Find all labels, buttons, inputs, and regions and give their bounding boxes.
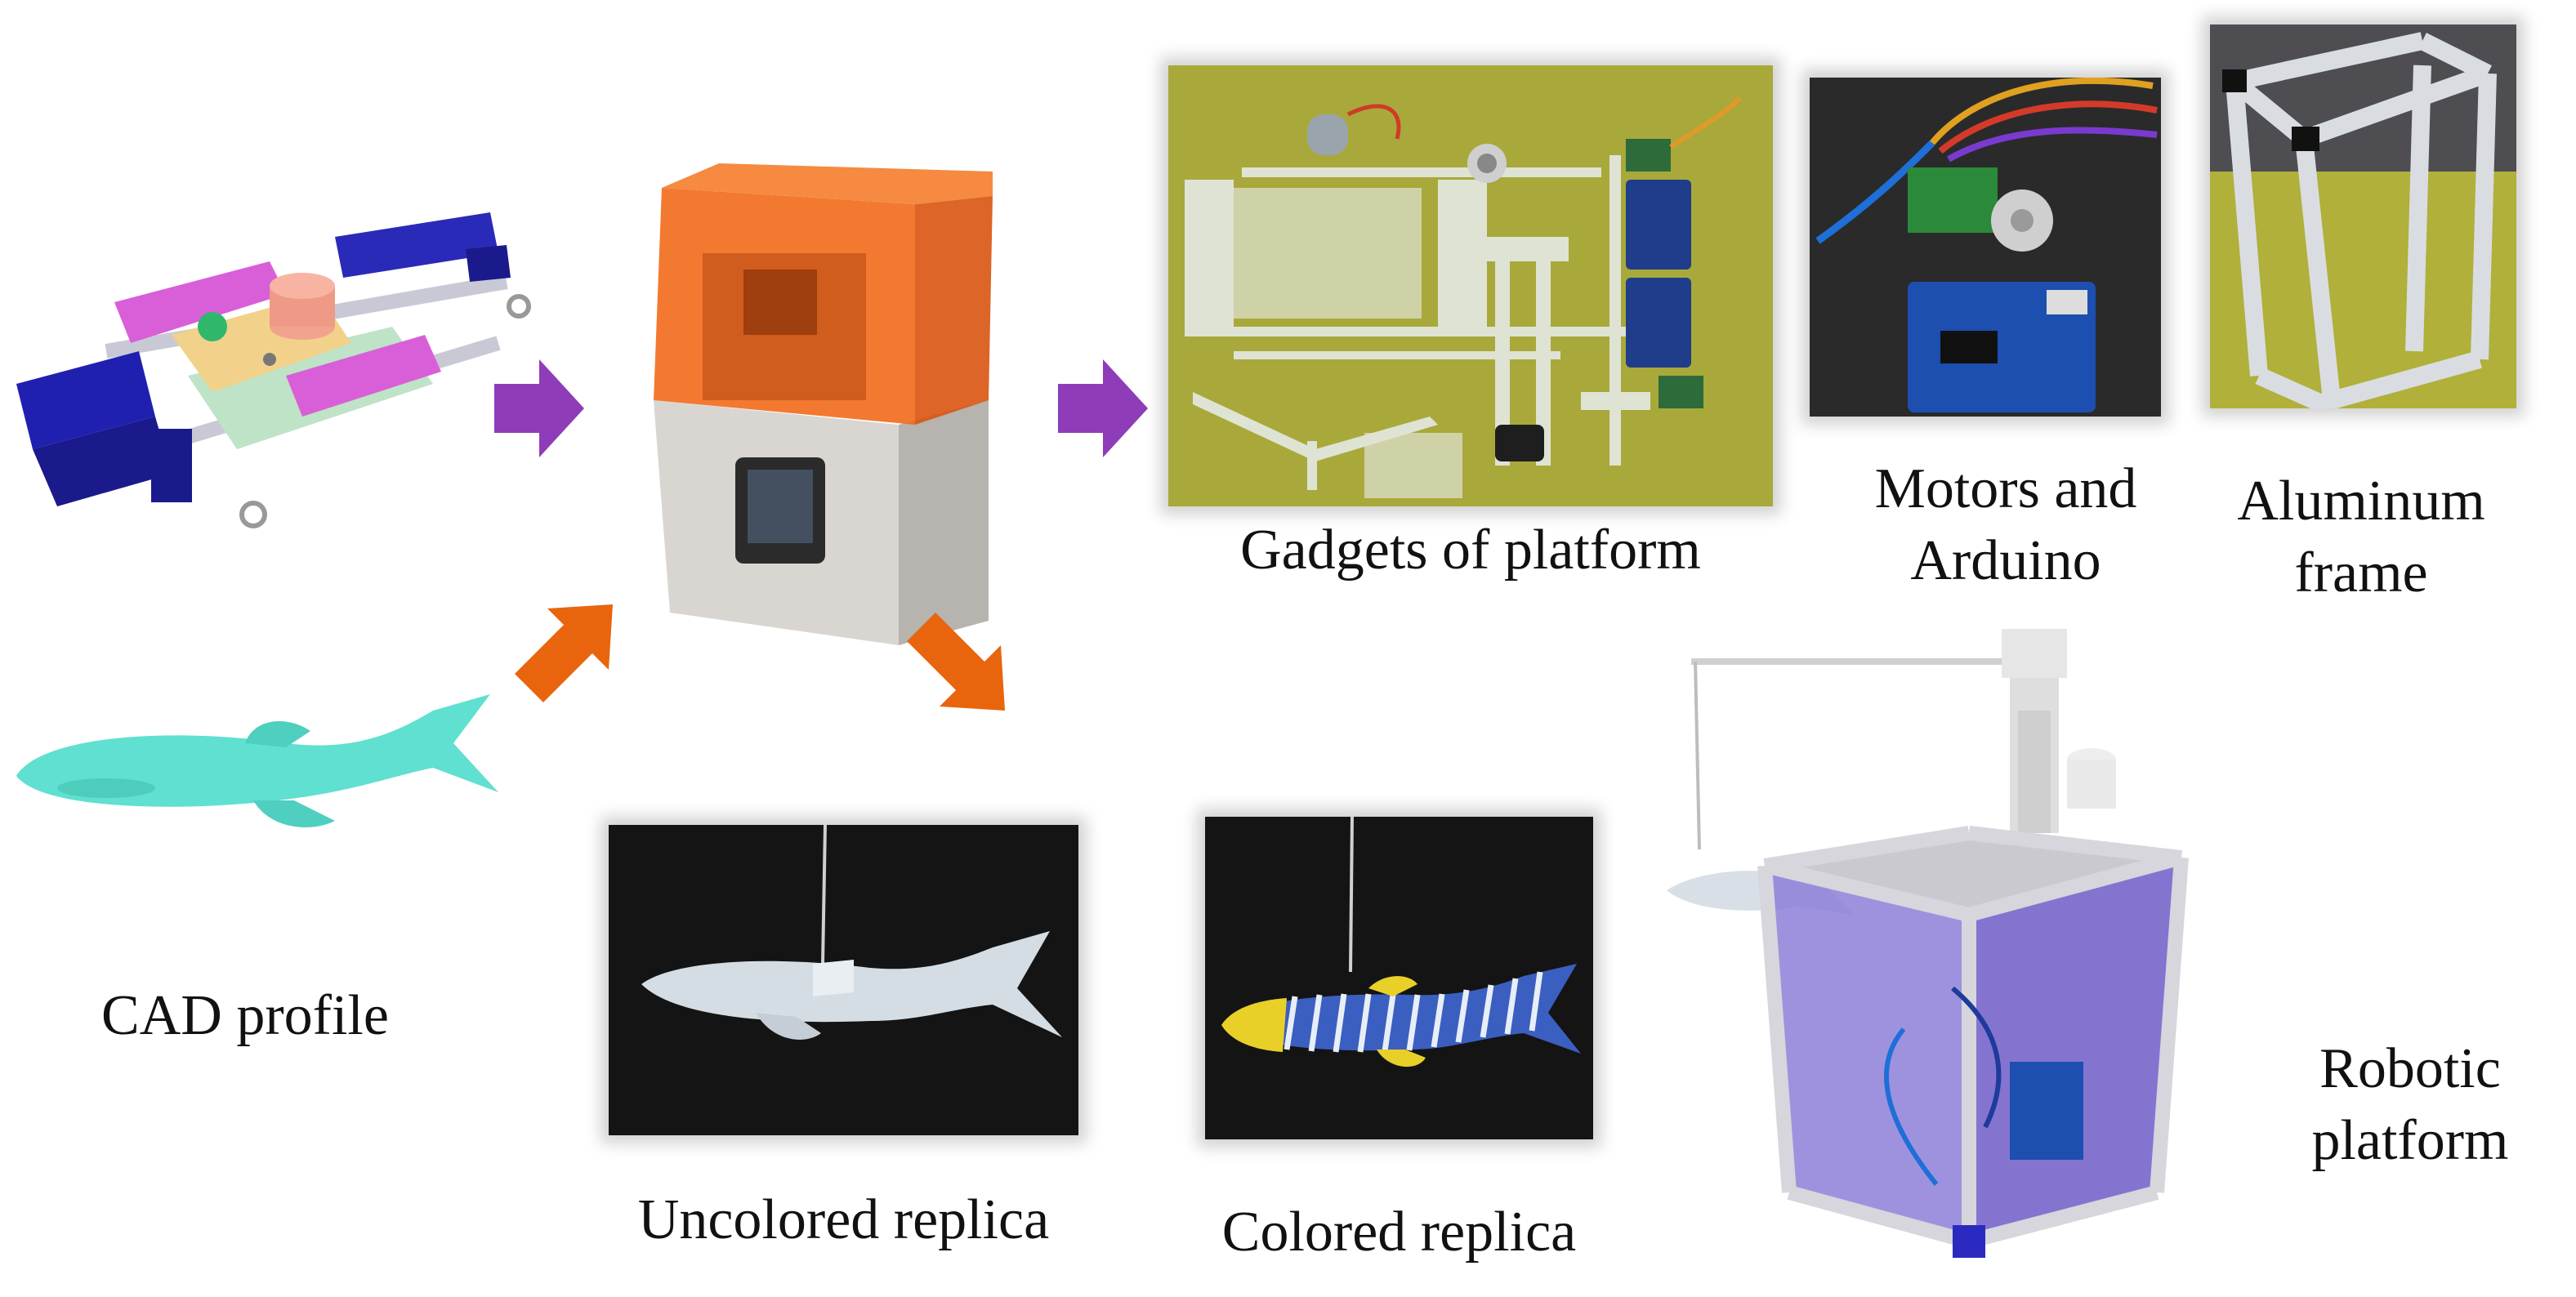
robotic-platform-illustration	[1667, 629, 2189, 1258]
arrow-purple-icon	[1058, 359, 1148, 457]
cad-mechanism-illustration	[16, 212, 531, 528]
motors-arduino-illustration	[1815, 78, 2158, 412]
colored-replica-label: Colored replica	[1221, 1201, 1577, 1264]
gadgets-photo	[1168, 65, 1773, 506]
robotic-label-line2: platform	[2311, 1108, 2509, 1172]
motors-arduino-label: Motors and Arduino	[1810, 453, 2202, 596]
uncolored-fish-illustration	[641, 825, 1062, 1040]
uncolored-replica-label: Uncolored replica	[637, 1188, 1050, 1251]
gadgets-parts-illustration	[1185, 96, 1743, 498]
aluminum-frame-photo	[2210, 25, 2516, 408]
motors-label-line1: Motors and	[1874, 457, 2137, 520]
aluminum-frame-label: Aluminum frame	[2206, 466, 2516, 608]
robotic-platform-label: Robotic platform	[2271, 1033, 2549, 1176]
aluminum-frame-illustration	[2210, 25, 2516, 408]
colored-fish-illustration	[1221, 817, 1581, 1067]
3d-printer-illustration	[654, 163, 993, 645]
gadgets-label: Gadgets of platform	[1240, 519, 1701, 582]
cad-profile-label: CAD profile	[101, 984, 389, 1047]
motors-arduino-photo	[1810, 78, 2161, 417]
arrow-orange-icon	[515, 604, 613, 702]
colored-replica-photo	[1205, 817, 1593, 1139]
aluminum-label-line2: frame	[2294, 541, 2428, 604]
robotic-label-line1: Robotic	[2319, 1037, 2501, 1100]
motors-label-line2: Arduino	[1910, 528, 2101, 592]
aluminum-label-line1: Aluminum	[2237, 470, 2485, 533]
fish-cad-model-illustration	[16, 694, 498, 827]
arrow-purple-icon	[494, 359, 584, 457]
uncolored-replica-photo	[609, 825, 1078, 1135]
arrow-orange-icon	[907, 613, 1005, 711]
